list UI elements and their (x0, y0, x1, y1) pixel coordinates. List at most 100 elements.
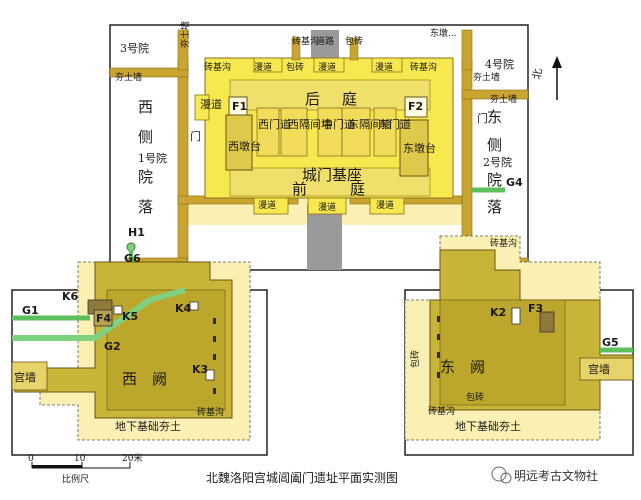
f3-pit (539, 311, 555, 333)
label-east-small: 东墩... (430, 27, 457, 39)
label-rammed-wall-w: 夯土墙 (115, 71, 142, 83)
post-hole (213, 354, 216, 360)
scale-tick-0: 0 (28, 454, 34, 464)
scale-tick-10: 10 (74, 454, 86, 464)
label-brick-wrap-e2: 包砖 (466, 391, 484, 403)
label-f2: F2 (408, 100, 423, 113)
label-rammed-wall-ne: 夯土墙 (473, 71, 500, 83)
west-partition (280, 107, 308, 157)
label-ramp-b3: 漫道 (376, 199, 394, 211)
well-h1 (126, 242, 136, 252)
ramp-top-2 (313, 57, 345, 73)
label-brick-wrap-a: 包砖 (286, 61, 304, 73)
label-north: 北 (530, 67, 545, 80)
label-road: 道路 (316, 35, 334, 47)
label-f1: F1 (232, 100, 247, 113)
label-rammed-wall-nw: 夯土墙 (179, 21, 191, 48)
label-yard-2: 2号院 (483, 155, 512, 169)
drain-stub-1 (291, 37, 301, 61)
f1-foundation (228, 96, 248, 116)
label-g2: G2 (104, 340, 121, 353)
label-yard-e: 院 (487, 171, 502, 189)
label-f4: F4 (96, 312, 112, 325)
post-hole (437, 372, 440, 378)
label-k2: K2 (490, 306, 506, 319)
east-partition (341, 107, 371, 157)
label-front: 前 (292, 180, 307, 198)
k5-pit (113, 305, 123, 315)
front-court (229, 167, 431, 197)
label-rear: 后 (305, 90, 320, 108)
label-underground-w: 地下基础夯土 (115, 420, 181, 433)
wall-left-upper-vertical (177, 29, 189, 71)
post-hole (437, 334, 440, 340)
label-k3: K3 (192, 363, 208, 376)
wall-right-upper-vertical (461, 29, 473, 71)
label-east-tower: 东墩台 (403, 141, 436, 155)
label-ramp-2: 漫道 (318, 61, 336, 73)
ramp-top-1 (253, 57, 283, 73)
label-ramp-b2: 漫道 (318, 201, 336, 213)
label-g1: G1 (22, 304, 39, 317)
label-yard-w: 院 (138, 168, 153, 186)
scale-tick-20: 20米 (122, 452, 142, 464)
west-passage (256, 107, 280, 157)
road-top-gray (311, 30, 339, 60)
f4-pit (93, 309, 113, 327)
east-passage (373, 107, 397, 157)
scale-bar (31, 462, 131, 469)
f2-foundation (404, 96, 428, 118)
label-brick-wrap-top: 包砖 (345, 35, 363, 47)
road-gray (307, 205, 342, 270)
ramp-top-3 (371, 57, 403, 73)
wall-right-horizontal (461, 89, 529, 100)
label-g4: G4 (506, 176, 523, 189)
label-brick-drain-w: 砖基沟 (197, 406, 224, 418)
label-fall-w: 落 (138, 198, 153, 216)
label-ramp-3: 漫道 (375, 61, 393, 73)
k3-pit (205, 369, 215, 381)
label-gate-e: 门 (477, 111, 488, 125)
label-yard-1: 1号院 (138, 151, 167, 165)
label-east: 东 (487, 108, 502, 126)
label-gate-base: 城门基座 (302, 166, 362, 184)
label-side-w: 侧 (138, 128, 153, 146)
ramp-bot-3 (369, 197, 405, 215)
figure-caption: 北魏洛阳宫城阊阖门遗址平面实测图 (206, 470, 398, 485)
label-center-passage: 中门道 (322, 117, 355, 131)
label-ramp-b1: 漫道 (258, 199, 276, 211)
label-west-que: 西 阙 (122, 370, 167, 388)
label-west-partition: 西隔间墙 (288, 117, 332, 131)
ramp-bot-1 (253, 197, 289, 215)
label-fall-e: 落 (487, 198, 502, 216)
label-k4: K4 (175, 302, 192, 315)
label-palace-wall-e: 宫墙 (588, 362, 610, 376)
center-passage (317, 107, 343, 157)
east-tower (399, 119, 429, 177)
label-k6: K6 (62, 290, 79, 303)
west-tower (225, 114, 253, 171)
label-h1: H1 (128, 226, 145, 239)
label-g6: G6 (124, 252, 141, 265)
label-east-passage: 东门道 (378, 117, 411, 131)
label-court-bot: 庭 (350, 180, 365, 198)
label-brick-drain-e2: 砖基沟 (428, 405, 455, 417)
label-palace-wall-w: 宫墙 (14, 370, 36, 384)
wall-left-vertical (177, 59, 189, 271)
rear-court (229, 79, 431, 111)
label-k5: K5 (122, 310, 138, 323)
post-hole (437, 352, 440, 358)
post-hole (437, 316, 440, 322)
ramp-bot-2 (307, 197, 347, 215)
west-que-core (106, 289, 226, 411)
label-yard-4: 4号院 (485, 57, 514, 71)
label-underground-e: 地下基础夯土 (455, 420, 521, 433)
drain-stub-2 (349, 37, 359, 61)
post-hole (213, 336, 216, 342)
post-hole (213, 318, 216, 324)
label-brick-drain-e: 砖基沟 (490, 237, 517, 249)
label-court-top: 庭 (342, 90, 357, 108)
wall-left-top-horizontal (109, 67, 189, 78)
